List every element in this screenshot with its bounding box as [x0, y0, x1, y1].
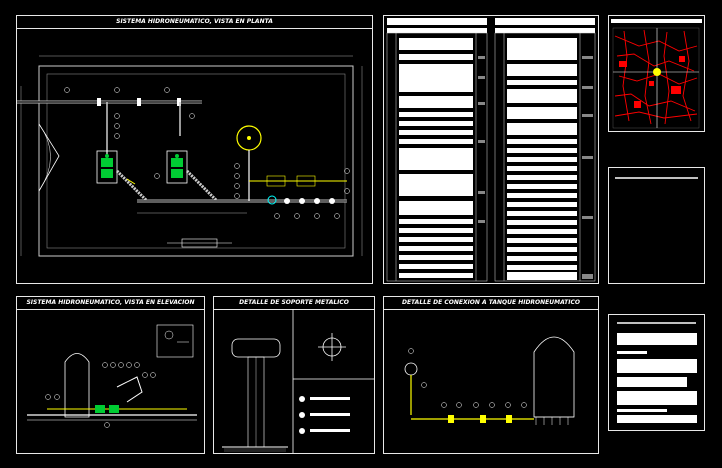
support-detail-title: DETALLE DE SOPORTE METALICO — [214, 297, 374, 310]
plan-view-title: SISTEMA HIDRONEUMATICO, VISTA EN PLANTA — [17, 16, 372, 29]
plan-view-panel: SISTEMA HIDRONEUMATICO, VISTA EN PLANTA — [16, 15, 373, 284]
support-detail-drawing — [222, 309, 374, 453]
materials-table — [386, 18, 596, 282]
tank-connection-panel: DETALLE DE CONEXION A TANQUE HIDRONEUMAT… — [383, 296, 599, 454]
tank-connection-title: DETALLE DE CONEXION A TANQUE HIDRONEUMAT… — [384, 297, 598, 310]
elevation-view-title: SISTEMA HIDRONEUMATICO, VISTA EN ELEVACI… — [17, 297, 204, 310]
materials-table-panel — [383, 15, 599, 284]
elevation-view-drawing — [27, 324, 197, 428]
plan-view-drawing — [17, 55, 363, 257]
location-map-panel — [608, 15, 705, 132]
pump-icon — [166, 150, 188, 184]
hydropneumatic-tank-icon — [236, 125, 262, 151]
general-notes-panel — [608, 314, 705, 431]
tank-connection-drawing — [404, 336, 575, 425]
support-detail-panel: DETALLE DE SOPORTE METALICO — [213, 296, 375, 454]
title-block-panel — [608, 167, 705, 284]
valve-icon — [97, 98, 181, 106]
location-map-icon — [611, 19, 702, 129]
elevation-view-panel: SISTEMA HIDRONEUMATICO, VISTA EN ELEVACI… — [16, 296, 205, 454]
hydropneumatic-tank-icon — [533, 336, 575, 418]
pump-icon — [96, 150, 118, 184]
valve-icon — [448, 415, 512, 423]
hydropneumatic-tank-icon — [64, 353, 90, 418]
pump-icon — [95, 405, 119, 413]
